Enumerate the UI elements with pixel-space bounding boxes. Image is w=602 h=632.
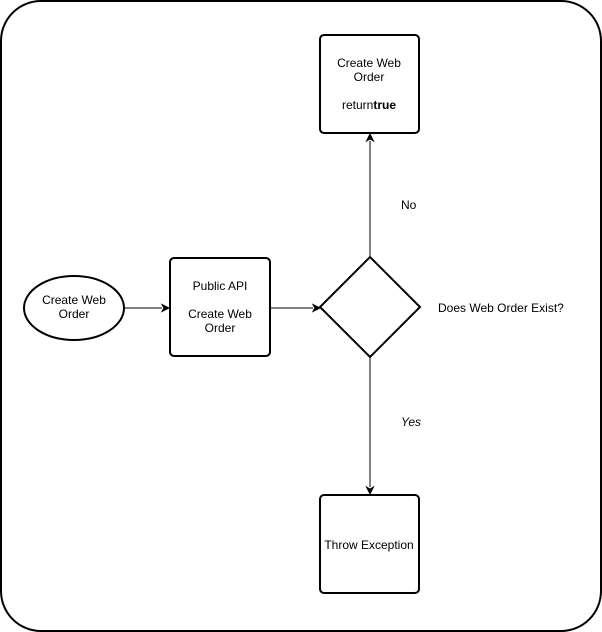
- start-node-label-line2: Order: [59, 307, 90, 321]
- decision-node: Does Web Order Exist?: [318, 255, 564, 359]
- start-ellipse: [23, 275, 125, 341]
- exception-node: Throw Exception: [319, 494, 420, 594]
- exception-node-box: [319, 494, 420, 594]
- api-node: Public API Create Web Order: [169, 257, 271, 357]
- return-node-box: [319, 34, 420, 134]
- return-node: Create Web Order returntrue: [319, 34, 420, 134]
- exception-node-label: Throw Exception: [324, 538, 413, 552]
- start-node: Create Web Order: [23, 275, 125, 341]
- decision-label: Does Web Order Exist?: [438, 301, 564, 315]
- return-node-label-line2: Order: [354, 70, 385, 84]
- arrowhead-decision-to-exception: [365, 485, 375, 496]
- api-node-label-line1: Public API: [193, 279, 248, 293]
- arrowhead-decision-to-return: [365, 132, 375, 143]
- return-keyword: return: [342, 98, 373, 112]
- return-node-label-line1: Create Web: [337, 56, 401, 70]
- api-node-label-line3: Order: [205, 321, 236, 335]
- decision-diamond: [318, 255, 422, 359]
- return-value: true: [373, 98, 396, 112]
- return-statement: returntrue: [342, 98, 396, 112]
- start-node-label-line1: Create Web: [42, 293, 106, 307]
- api-node-label-line2: Create Web: [188, 307, 252, 321]
- api-node-box: [169, 257, 271, 357]
- arrowhead-start-to-api: [160, 303, 171, 313]
- edge-label-yes: Yes: [401, 415, 421, 429]
- edge-label-no: No: [401, 198, 417, 212]
- arrowhead-api-to-decision: [311, 303, 322, 313]
